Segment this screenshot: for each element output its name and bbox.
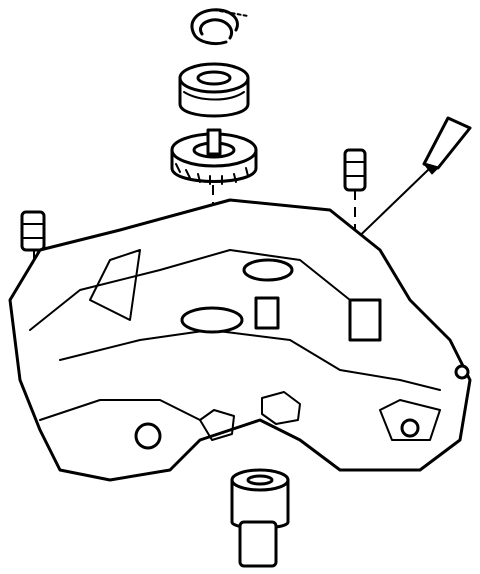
housing-icon <box>8 198 472 482</box>
dowel-pin-icon <box>20 210 46 252</box>
gear-icon <box>170 128 258 185</box>
snap-ring-icon <box>190 8 249 46</box>
punch-tool-icon <box>422 116 472 175</box>
dowel-pin-icon <box>343 148 367 192</box>
bearing-icon <box>178 62 250 118</box>
sleeve-icon <box>230 468 290 568</box>
